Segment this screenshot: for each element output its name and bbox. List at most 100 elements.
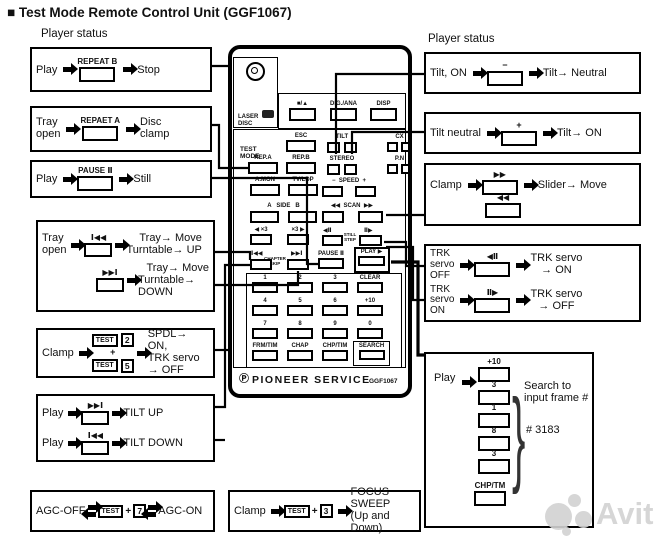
chapter-skip-forward-icon: ▶▶Ⅰ (291, 251, 303, 257)
arrow-right-icon (112, 436, 128, 449)
still-back-key-illustration: ◀Ⅱ (474, 253, 511, 278)
key-8[interactable]: 8 (287, 321, 313, 339)
side-label: A SIDE B (267, 203, 300, 209)
arrow-right-icon (460, 258, 476, 271)
cx-off-button[interactable] (401, 142, 410, 152)
chap-button[interactable]: CHAP (287, 343, 313, 361)
callout-text: TRK servo→ OFF (530, 287, 583, 312)
key-clear[interactable]: CLEAR (357, 275, 383, 293)
chp-tim-button[interactable]: CHP/TIM (322, 343, 348, 361)
key-chp-tm-illustration: CHP/TM (474, 482, 506, 506)
chapter-skip-back-button[interactable] (250, 259, 272, 270)
arrow-right-icon (467, 179, 483, 191)
ir-emitter-inner-icon (251, 67, 258, 74)
key-3-illustration: 3 (478, 381, 510, 405)
key-5[interactable]: 5 (287, 298, 313, 316)
still-step-forward-button[interactable] (359, 235, 382, 246)
laserdisc-badge-icon (262, 110, 274, 118)
arrow-right-icon (78, 346, 94, 359)
dig-ana-button[interactable]: DIG./ANA (330, 101, 357, 121)
callout-text: # 3183 (526, 424, 560, 436)
arrow-right-icon (486, 126, 502, 139)
key-3[interactable]: 3 (322, 275, 348, 293)
disp-button[interactable]: DISP (370, 101, 397, 121)
tilt-minus-button[interactable] (327, 142, 340, 153)
watermark-logo-icon (568, 494, 581, 507)
speed-label: − SPEED + (331, 178, 367, 184)
tv-ldp-button[interactable]: TV/LDP (288, 177, 318, 196)
arrow-right-icon (460, 294, 476, 307)
repeat-b-key-illustration: REPEAT B (77, 57, 117, 82)
a-mon-button[interactable]: A.MON (250, 177, 280, 196)
callout-text: Still (133, 173, 152, 185)
scan-forward-button[interactable] (358, 211, 383, 223)
x3-back-button[interactable]: ◀ ×3 (250, 227, 272, 245)
side-b-button[interactable] (288, 211, 317, 223)
play-button[interactable]: PLAY ▶ (356, 249, 387, 266)
key-0[interactable]: 0 (357, 321, 383, 339)
speed-minus-button[interactable] (322, 186, 343, 197)
frm-tim-button[interactable]: FRM/TIM (252, 343, 278, 361)
rep-b-button[interactable]: REP.B (286, 155, 316, 174)
callout-text: AGC-OFF (36, 505, 86, 517)
tilt-plus-button[interactable] (344, 142, 357, 153)
speed-plus-button[interactable] (355, 186, 376, 197)
p-button[interactable] (387, 164, 398, 174)
arrow-right-icon (112, 406, 128, 419)
num-key-illustration: 3 (319, 504, 333, 518)
still-back-icon: ◀Ⅱ (323, 228, 332, 234)
n-button[interactable] (401, 164, 410, 174)
callout-slider: Clamp ▶▶ Slider→ Move (424, 163, 641, 226)
side-a-button[interactable] (250, 211, 279, 223)
cx-on-button[interactable] (387, 142, 398, 152)
scan-back-button[interactable] (322, 211, 344, 223)
callout-text: Play (434, 372, 456, 384)
arrow-right-icon (136, 346, 152, 359)
callout-text: TRK servo→ ON (530, 252, 583, 277)
callout-text: Clamp (430, 179, 462, 191)
key-7[interactable]: 7 (252, 321, 278, 339)
callout-text: Clamp (234, 505, 266, 517)
callout-text: SPDL→ ON,TRK servo → OFF (147, 328, 200, 376)
key-1[interactable]: 1 (252, 275, 278, 293)
stereo-left-button[interactable] (327, 164, 340, 175)
arrow-right-icon (516, 294, 532, 307)
arrow-right-icon (68, 436, 84, 449)
callout-repeat-b: Play REPEAT B Stop (30, 47, 212, 92)
search-button[interactable]: SEARCH (356, 343, 387, 360)
arrow-right-icon (270, 504, 286, 517)
pause-button[interactable]: PAUSE Ⅱ (318, 251, 344, 269)
callout-text: Stop (137, 63, 160, 76)
ir-emitter-icon (246, 62, 265, 81)
arrow-right-icon (337, 504, 353, 517)
pioneer-logo-icon: Ⓟ (239, 374, 249, 385)
page-title: ■ Test Mode Remote Control Unit (GGF1067… (7, 5, 292, 20)
key-6[interactable]: 6 (322, 298, 348, 316)
arrow-right-icon (126, 122, 142, 135)
still-step-back-button[interactable] (322, 235, 343, 246)
x3-forward-button[interactable]: ×3 ▶ (287, 227, 309, 245)
rep-a-button[interactable]: REP.A (248, 155, 278, 174)
arrow-right-icon (115, 238, 131, 251)
watermark-logo-icon (545, 503, 572, 530)
key-plus10[interactable]: +10 (357, 298, 383, 316)
stereo-right-button[interactable] (344, 164, 357, 175)
key-9[interactable]: 9 (322, 321, 348, 339)
callout-frame-search: Play +10 3 1 8 3 CHP/TM } Search to inpu… (424, 352, 594, 528)
chapter-skip-forward-button[interactable] (287, 259, 309, 270)
stop-eject-button[interactable]: ■/▲ (289, 101, 316, 121)
skip-back-key-illustration: Ⅰ◀◀ (84, 233, 113, 257)
key-2[interactable]: 2 (287, 275, 313, 293)
watermark-logo-icon (562, 527, 571, 536)
pn-label: P.N (394, 156, 405, 162)
esc-button[interactable]: ESC (286, 133, 316, 152)
double-arrow-icon (141, 501, 164, 520)
key-4[interactable]: 4 (252, 298, 278, 316)
